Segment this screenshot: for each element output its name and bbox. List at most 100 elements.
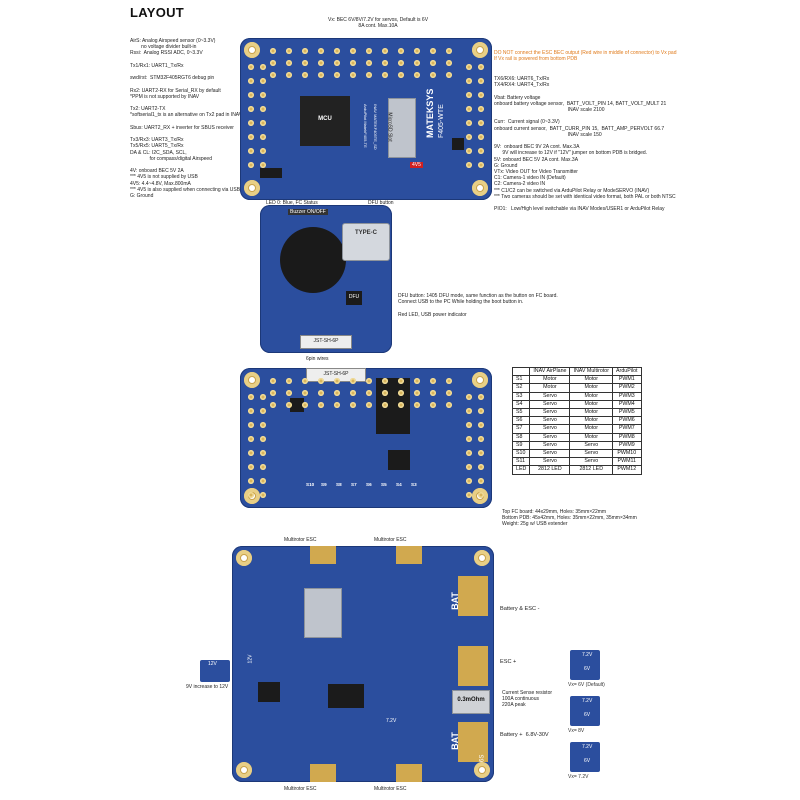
warning-line: DO NOT connect the ESC BEC output (Red w… [494,50,677,56]
vx-note-line: Vx: BEC 6V/8V/7.2V for servos, Default i… [328,17,429,23]
right-note-line: 9V: onboard BEC 9V 2A cont. Max.3A [494,144,580,151]
solder-pad [478,64,484,70]
v72-label: 7.2V [386,718,397,724]
solder-pad [466,492,472,498]
mount-hole [244,42,260,58]
solder-pad [248,92,254,98]
solder-pad [248,148,254,154]
left-note-line: AirS: Analog Airspeed sensor (0~3.3V) [130,38,216,44]
solder-pad [446,390,452,396]
usb-type-c[interactable]: TYPE-C [342,223,390,261]
servo-label: S9 [321,482,327,487]
mount-hole [474,762,490,778]
left-note-line: Tx2: UART2-TX [130,106,166,113]
left-notes: AirS: Analog Airspeed sensor (0~3.3V) no… [130,38,242,199]
solder-pad [248,478,254,484]
table-cell: LED [511,465,531,475]
solder-pad [366,378,372,384]
table-cell: Servo [529,424,571,434]
buzzer-label: Buzzer ON/OFF [288,209,328,215]
solder-pad [286,72,292,78]
left-note-line: G: Ground [130,193,154,200]
solder-pad [334,390,340,396]
solder-pad [478,492,484,498]
solder-pad [318,378,324,384]
table-cell: Servo [529,399,571,410]
solder-pad [478,436,484,442]
servo-label: S6 [366,482,372,487]
9v-increase-label: 9V increase to 12V [186,684,229,690]
model-label: F405-WTE [438,104,445,138]
ardupilot-label: ArduPilot MatekF405-TE [363,104,368,148]
bec-chip [328,684,364,708]
left-note-line: Rx2: UART2-RX for Serial_RX by default [130,87,221,94]
12v-jumper: 12V [200,660,230,682]
sensor-note-line: 220A peak [502,702,526,709]
table-cell: PWM11 [612,457,642,467]
jumper-caption: Vx= 6V (Default) [568,682,605,688]
jst-label: JST-SH-6P [313,338,339,344]
solder-pad [248,162,254,168]
right-note-line: TX4/RX4: UART4_Tx/Rx [494,82,550,89]
solder-pad [466,478,472,484]
solder-pad [286,390,292,396]
warning-line: If Vx rail is powered from bottom PDB [494,56,578,63]
servo-label: S8 [336,482,342,487]
left-note-line: DA & CL: I2C_SDA, SCL, [130,149,187,156]
solder-pad [318,48,324,54]
table-cell: S7 [511,424,531,434]
solder-pad [260,464,266,470]
solder-pad [478,120,484,126]
solder-pad [414,378,420,384]
solder-pad [302,378,308,384]
solder-pad [366,72,372,78]
solder-pad [260,64,266,70]
mount-hole [244,180,260,196]
left-note-line: *softserial1_tx is an alternative on Tx2… [130,112,243,119]
jst-label-2: JST-SH-6P [323,371,349,377]
table-cell: Motor [569,424,614,434]
4v5-label: 4V5 [410,162,423,168]
left-note-line: *** 4V5 is not supplied by USB [130,174,198,181]
left-note-line: 4V: onboard BEC 5V 2A [130,168,184,175]
mount-hole [474,550,490,566]
solder-pad [466,120,472,126]
solder-pad [478,408,484,414]
solder-pad [466,78,472,84]
solder-pad [430,390,436,396]
solder-pad [260,106,266,112]
solder-pad [414,60,420,66]
solder-pad [414,72,420,78]
solder-pad [260,492,266,498]
table-cell: Motor [529,383,571,393]
table-cell: PWM1 [612,375,642,385]
dfu-button[interactable]: DFU [346,291,362,305]
vx-note-line: 8A cont. Max.10A [358,23,398,30]
solder-pad [366,60,372,66]
table-cell: Motor [569,391,614,401]
solder-pad [466,64,472,70]
solder-pad [430,402,436,408]
inav-label: INAV MATEKF405TE_SD [373,104,378,150]
table-cell: PWM8 [612,432,642,442]
solder-pad [366,48,372,54]
solder-pad [248,106,254,112]
solder-pad [260,478,266,484]
pdb-board: 0.3mOhm BAT BAT 2-6S 7.2V 12V [232,546,494,782]
solder-pad [382,402,388,408]
solder-pad [260,422,266,428]
solder-pad [478,422,484,428]
left-note-line: Sbus: UART2_RX + inverter for SBUS recei… [130,124,234,131]
solder-pad [350,378,356,384]
left-note-line: Tx1/Rx1: UART1_Tx/Rx [130,62,184,69]
table-cell: Servo [529,440,571,451]
solder-pad [350,60,356,66]
esc-plus-pad [458,646,488,686]
solder-pad [382,60,388,66]
solder-pad [260,148,266,154]
